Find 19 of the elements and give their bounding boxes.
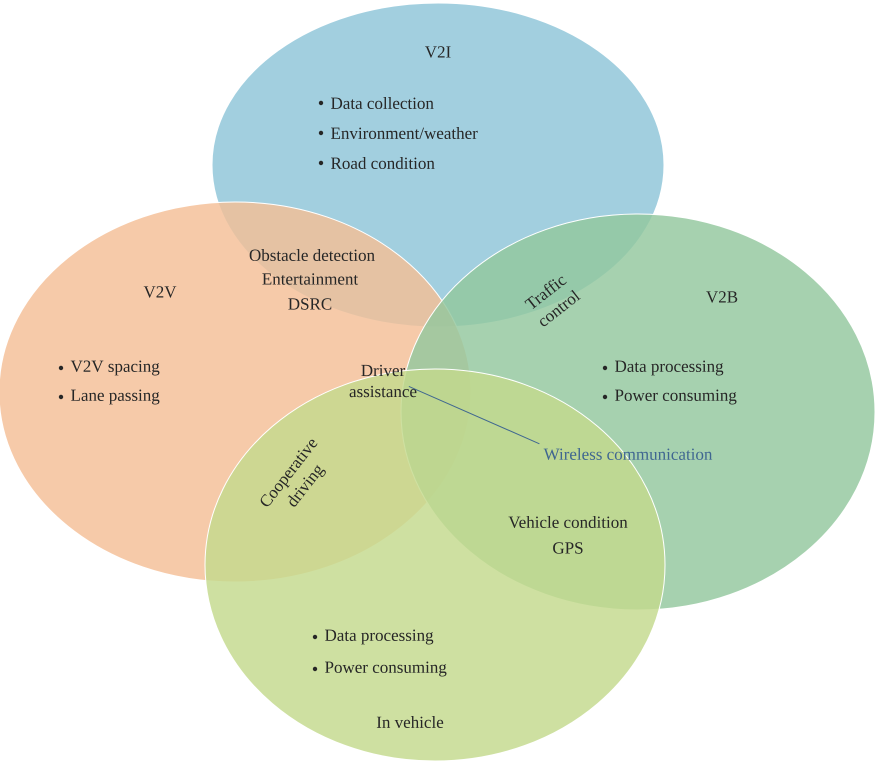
overlap-label: DSRC: [288, 298, 332, 310]
bullet-item: Data collection: [331, 97, 434, 109]
circle-title: V2I: [424, 46, 451, 58]
bullet-item: Road condition: [331, 157, 435, 169]
leader-line: [408, 386, 540, 444]
overlap-label: Vehicle condition: [508, 516, 628, 528]
overlap-label: GPS: [553, 542, 583, 554]
bullet-item: Environment/weather: [331, 127, 478, 139]
circle-title: In vehicle: [376, 716, 444, 728]
circle-title: V2V: [144, 286, 176, 298]
bullet-item: Data processing: [615, 360, 724, 376]
overlap-label: Obstacle detection: [250, 249, 375, 261]
overlap-label: Entertainment: [262, 273, 358, 285]
bullet-item: Data processing: [325, 630, 434, 644]
circle-title: V2B: [706, 291, 738, 303]
bullet-item: Power consuming: [325, 662, 446, 676]
bullet-item: Power consuming: [615, 390, 736, 404]
bullet-item: Lane passing: [71, 390, 160, 404]
bullet-item: V2V spacing: [70, 360, 160, 376]
